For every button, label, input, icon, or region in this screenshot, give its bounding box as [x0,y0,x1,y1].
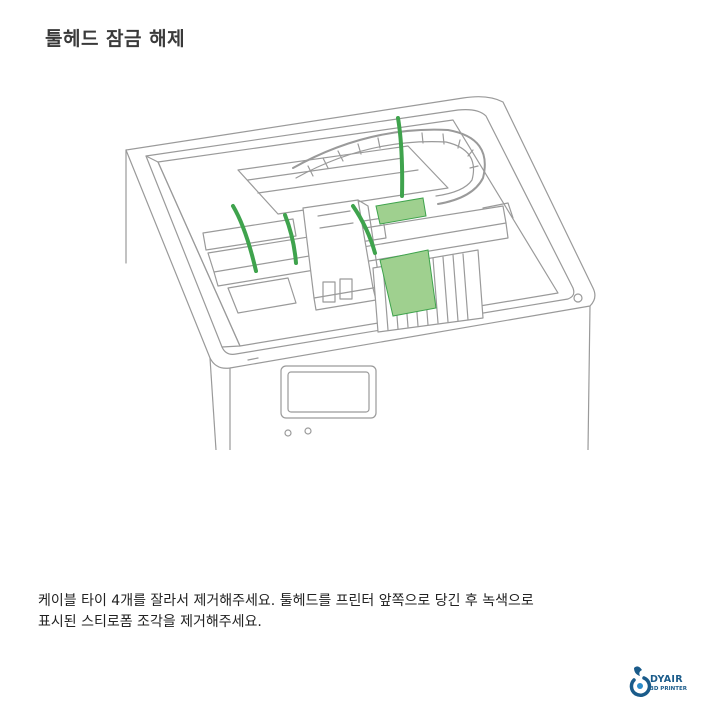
instruction-line-1: 케이블 타이 4개를 잘라서 제거해주세요. 툴헤드를 프린터 앞쪽으로 당긴 … [38,593,534,609]
page-title: 툴헤드 잠금 해제 [45,28,186,50]
logo-name: DYAIR [650,674,683,685]
printer-toolhead-illustration [125,96,596,450]
logo-tagline: 3D PRINTER [650,686,687,692]
instruction-text: 케이블 타이 4개를 잘라서 제거해주세요. 툴헤드를 프린터 앞쪽으로 당긴 … [38,591,658,633]
dyair-logo: DYAIR 3D PRINTER [628,662,703,704]
dyair-logo-icon [629,666,652,697]
instruction-line-2: 표시된 스티로폼 조각을 제거해주세요. [38,614,262,630]
